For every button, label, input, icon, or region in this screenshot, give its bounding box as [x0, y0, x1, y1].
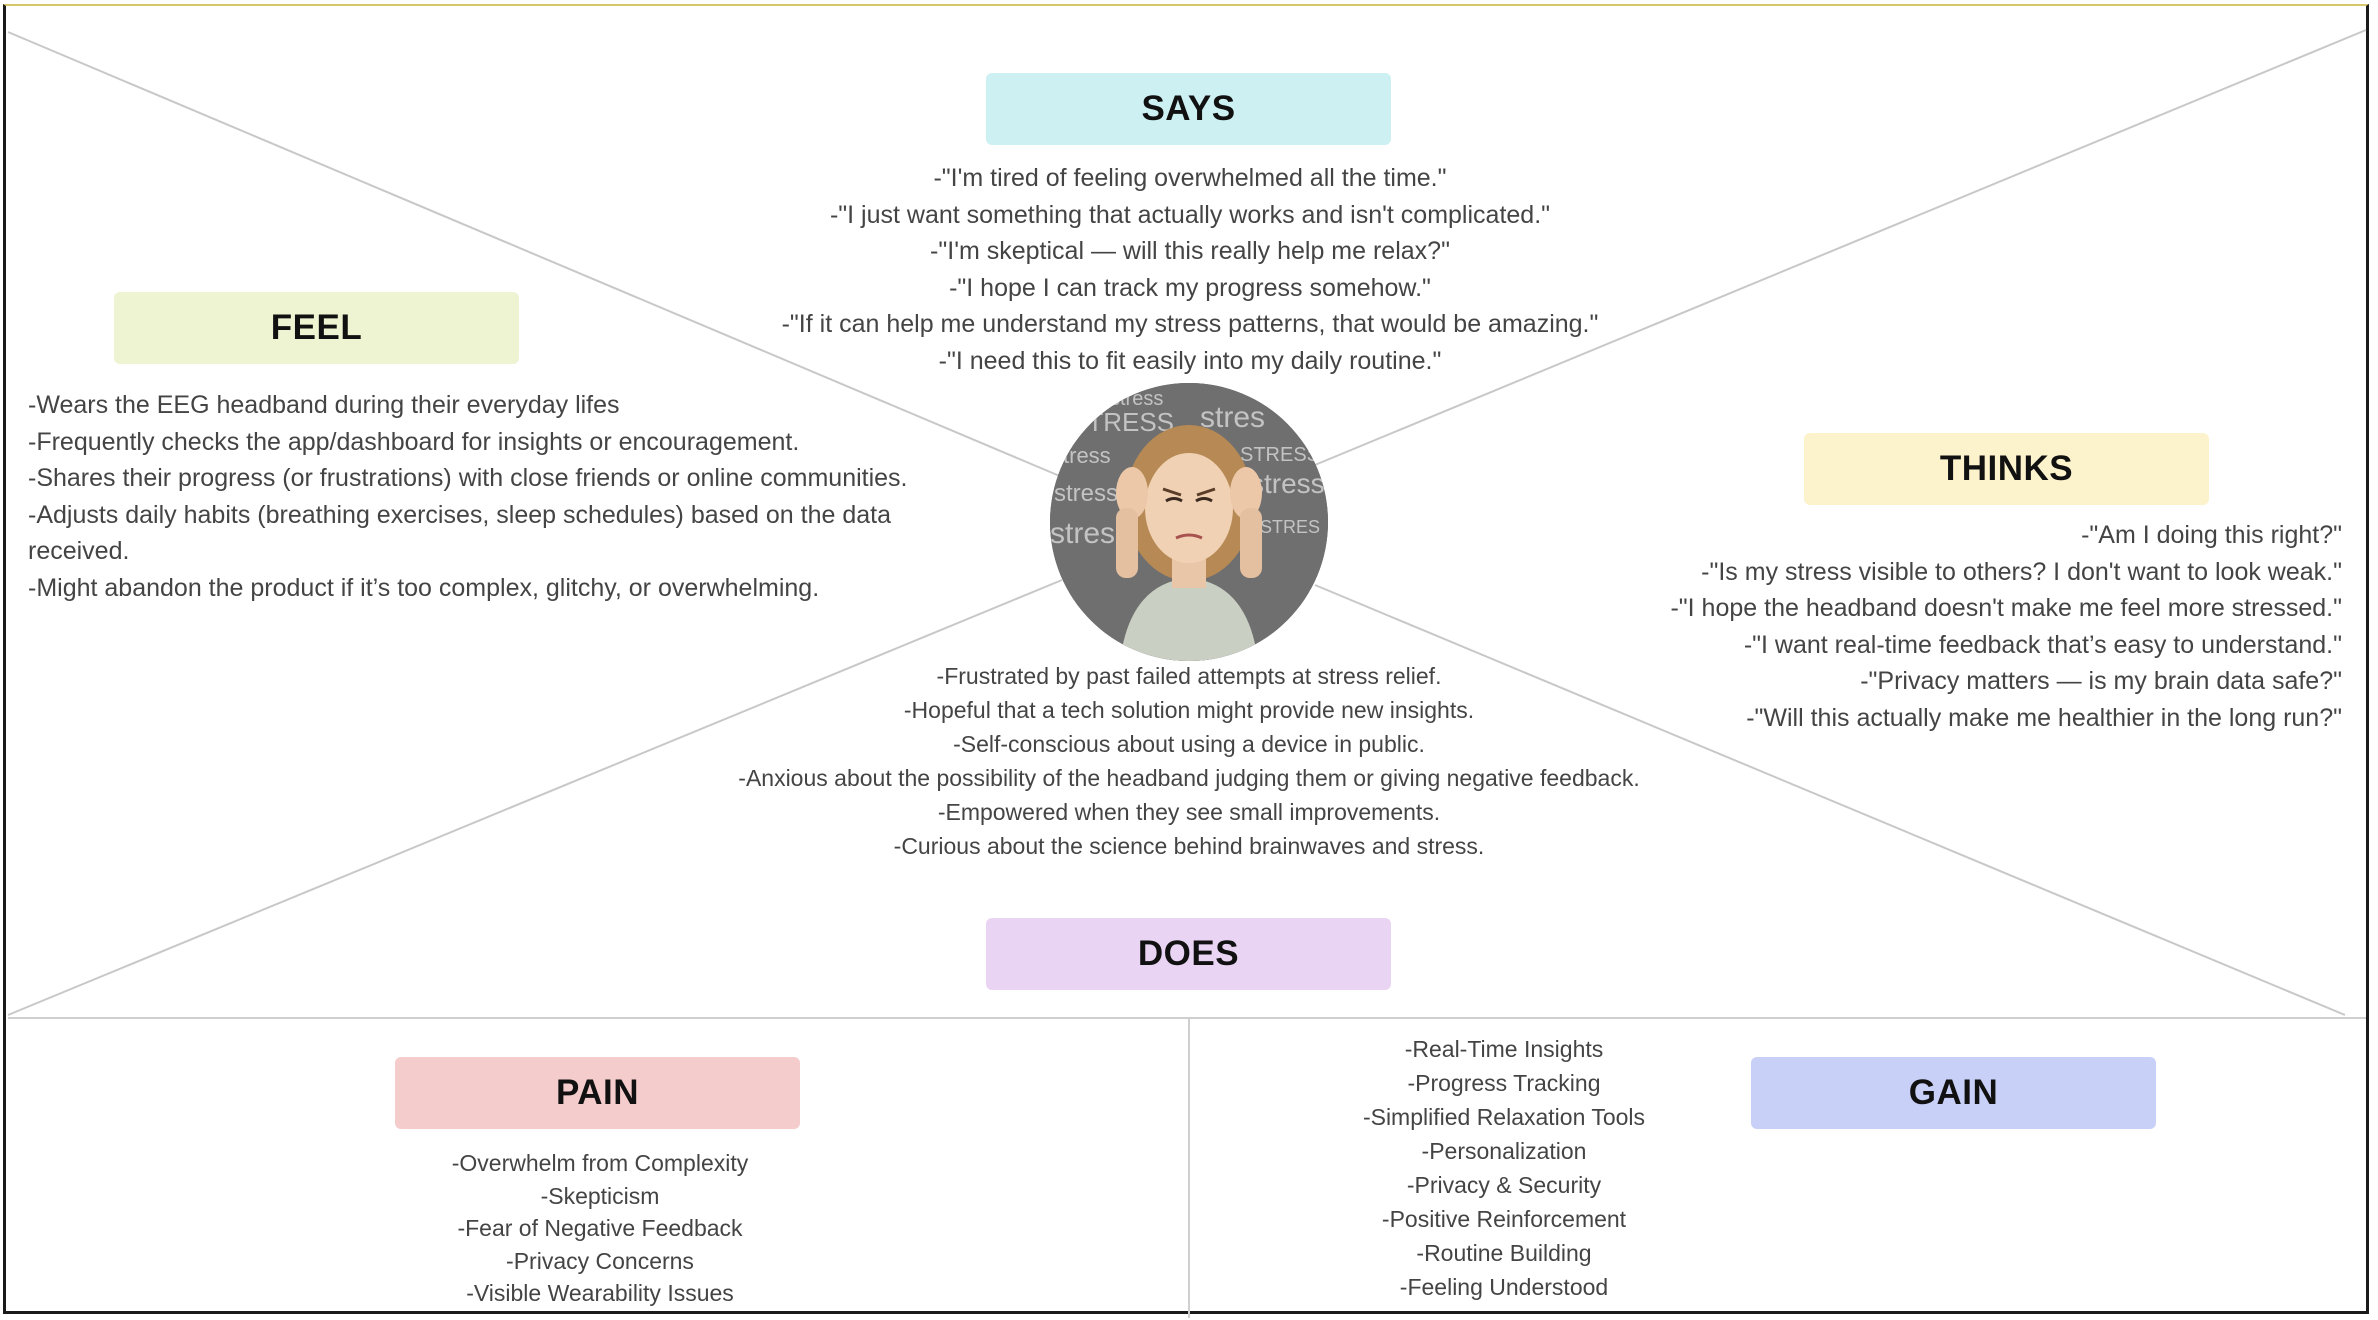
pain-line: -Privacy Concerns [506, 1247, 694, 1274]
gain-line: -Privacy & Security [1406, 1172, 1602, 1198]
thinks-line: -"Privacy matters — is my brain data saf… [1860, 667, 2342, 695]
says-line: -"I just want something that actually wo… [829, 200, 1551, 229]
does-line: -Hopeful that a tech solution might prov… [903, 697, 1475, 723]
gain-text: -Real-Time Insights -Progress Tracking -… [1304, 1032, 1704, 1304]
says-text: -"I'm tired of feeling overwhelmed all t… [680, 160, 1700, 379]
does-line: -Frustrated by past failed attempts at s… [936, 663, 1442, 689]
gain-label: GAIN [1751, 1057, 2156, 1129]
pain-line: -Visible Wearability Issues [466, 1280, 734, 1306]
gain-line: -Positive Reinforcement [1381, 1206, 1627, 1232]
map-frame [3, 4, 2369, 1314]
thinks-line: -"Will this actually make me healthier i… [1746, 703, 2342, 732]
diagonal-bottom-right [1314, 584, 2346, 1016]
thinks-line: -"Is my stress visible to others? I don'… [1701, 557, 2342, 586]
diagonal-bottom-left [7, 579, 1063, 1016]
says-line: -"I hope I can track my progress somehow… [949, 273, 1431, 302]
feel-line: -Might abandon the product if it’s too c… [28, 573, 820, 602]
feel-line: -Wears the EEG headband during their eve… [28, 391, 620, 419]
does-label: DOES [986, 918, 1391, 990]
says-label: SAYS [986, 73, 1391, 145]
diagonal-top-left [7, 31, 1063, 478]
gain-line: -Routine Building [1416, 1240, 1592, 1266]
stress-word: stress [1250, 468, 1325, 499]
does-line: -Anxious about the possibility of the he… [738, 765, 1640, 791]
stressed-person-photo: stress STRESS stres stress STRESS stress… [1050, 383, 1328, 661]
gain-line: -Personalization [1421, 1138, 1587, 1164]
pain-text: -Overwhelm from Complexity -Skepticism -… [398, 1147, 802, 1310]
says-line: -"I'm skeptical — will this really help … [930, 237, 1450, 265]
feel-label: FEEL [114, 292, 519, 364]
pain-line: -Skepticism [540, 1182, 660, 1209]
feel-line: -Adjusts daily habits (breathing exercis… [28, 500, 892, 566]
feel-line: -Shares their progress (or frustrations)… [28, 464, 908, 492]
thinks-line: -"I hope the headband doesn't make me fe… [1670, 594, 2342, 622]
stress-word: stress [1054, 480, 1118, 507]
pain-line: -Fear of Negative Feedback [457, 1215, 743, 1241]
stress-word: STRESS [1240, 444, 1320, 466]
thinks-label: THINKS [1804, 433, 2209, 505]
pain-line: -Overwhelm from Complexity [451, 1150, 749, 1176]
says-line: -"I need this to fit easily into my dail… [938, 346, 1442, 375]
does-line: -Empowered when they see small improveme… [937, 799, 1441, 825]
says-line: -"I'm tired of feeling overwhelmed all t… [933, 164, 1447, 192]
does-line: -Curious about the science behind brainw… [893, 833, 1485, 859]
stressed-person-icon: stress STRESS stres stress STRESS stress… [1050, 383, 1328, 661]
pain-label: PAIN [395, 1057, 800, 1129]
thinks-line: -"I want real-time feedback that’s easy … [1743, 630, 2342, 659]
feel-text: -Wears the EEG headband during their eve… [28, 387, 928, 606]
gain-line: -Real-Time Insights [1404, 1036, 1604, 1062]
does-text: -Frustrated by past failed attempts at s… [730, 659, 1648, 863]
thinks-text: -"Am I doing this right?" -"Is my stress… [1560, 517, 2342, 736]
does-line: -Self-conscious about using a device in … [953, 731, 1425, 757]
gain-line: -Progress Tracking [1407, 1070, 1601, 1096]
thinks-line: -"Am I doing this right?" [2081, 521, 2342, 549]
diagonal-top-right [1309, 29, 2367, 468]
gain-line: -Feeling Understood [1399, 1274, 1609, 1300]
gain-line: -Simplified Relaxation Tools [1362, 1104, 1646, 1130]
feel-line: -Frequently checks the app/dashboard for… [28, 427, 800, 456]
stress-word: STRES [1260, 517, 1320, 537]
stress-word: stres [1200, 401, 1265, 434]
says-line: -"If it can help me understand my stress… [781, 310, 1599, 338]
